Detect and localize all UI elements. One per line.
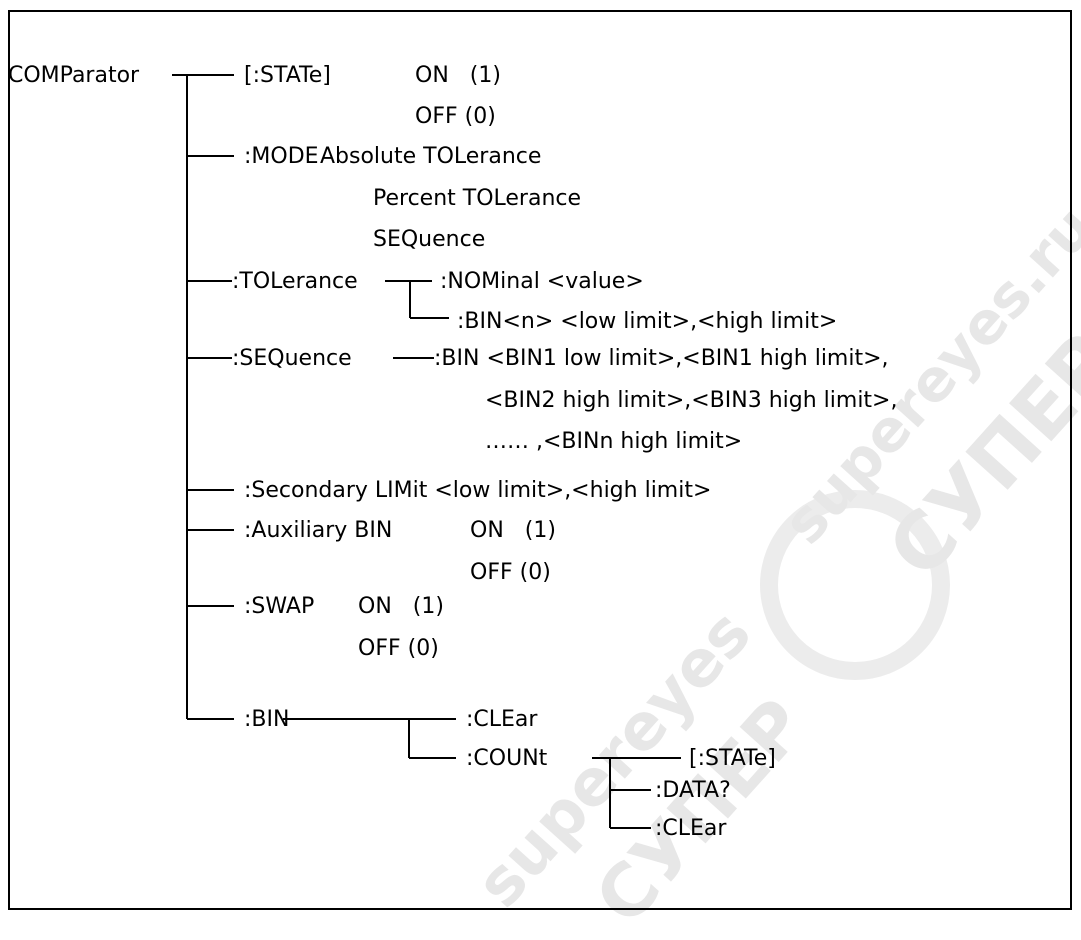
tolerance-nominal: :NOMinal <value> <box>440 269 644 294</box>
root-node: COMParator <box>8 63 140 88</box>
count-data: :DATA? <box>655 778 731 803</box>
state-node: [:STATe] <box>244 63 331 88</box>
auxiliary-option-off: OFF (0) <box>470 560 551 585</box>
mode-option-absolute: Absolute TOLerance <box>320 144 542 169</box>
sequence-bin-line1: :BIN <BIN1 low limit>,<BIN1 high limit>, <box>434 346 889 371</box>
mode-option-sequence: SEQuence <box>373 227 486 252</box>
sequence-bin-line3: …… ,<BINn high limit> <box>485 429 743 454</box>
secondary-limit-node: :Secondary LIMit <low limit>,<high limit… <box>244 478 712 503</box>
swap-option-off: OFF (0) <box>358 636 439 661</box>
auxiliary-bin-node: :Auxiliary BIN <box>244 518 393 543</box>
swap-node: :SWAP <box>244 594 315 619</box>
tolerance-bin: :BIN<n> <low limit>,<high limit> <box>457 309 838 334</box>
bin-node: :BIN <box>244 707 290 732</box>
tree-connectors <box>172 74 681 829</box>
mode-node: :MODE <box>244 144 319 169</box>
sequence-node: :SEQuence <box>232 346 352 371</box>
bin-clear: :CLEar <box>466 707 538 732</box>
state-option-on: ON (1) <box>415 63 501 88</box>
tolerance-node: :TOLerance <box>232 269 358 294</box>
count-clear: :CLEar <box>655 816 727 841</box>
swap-option-on: ON (1) <box>358 594 444 619</box>
state-option-off: OFF (0) <box>415 104 496 129</box>
count-state: [:STATe] <box>689 746 776 771</box>
bin-count-node: :COUNt <box>466 746 548 771</box>
auxiliary-option-on: ON (1) <box>470 518 556 543</box>
sequence-bin-line2: <BIN2 high limit>,<BIN3 high limit>, <box>485 388 898 413</box>
mode-option-percent: Percent TOLerance <box>373 186 582 211</box>
